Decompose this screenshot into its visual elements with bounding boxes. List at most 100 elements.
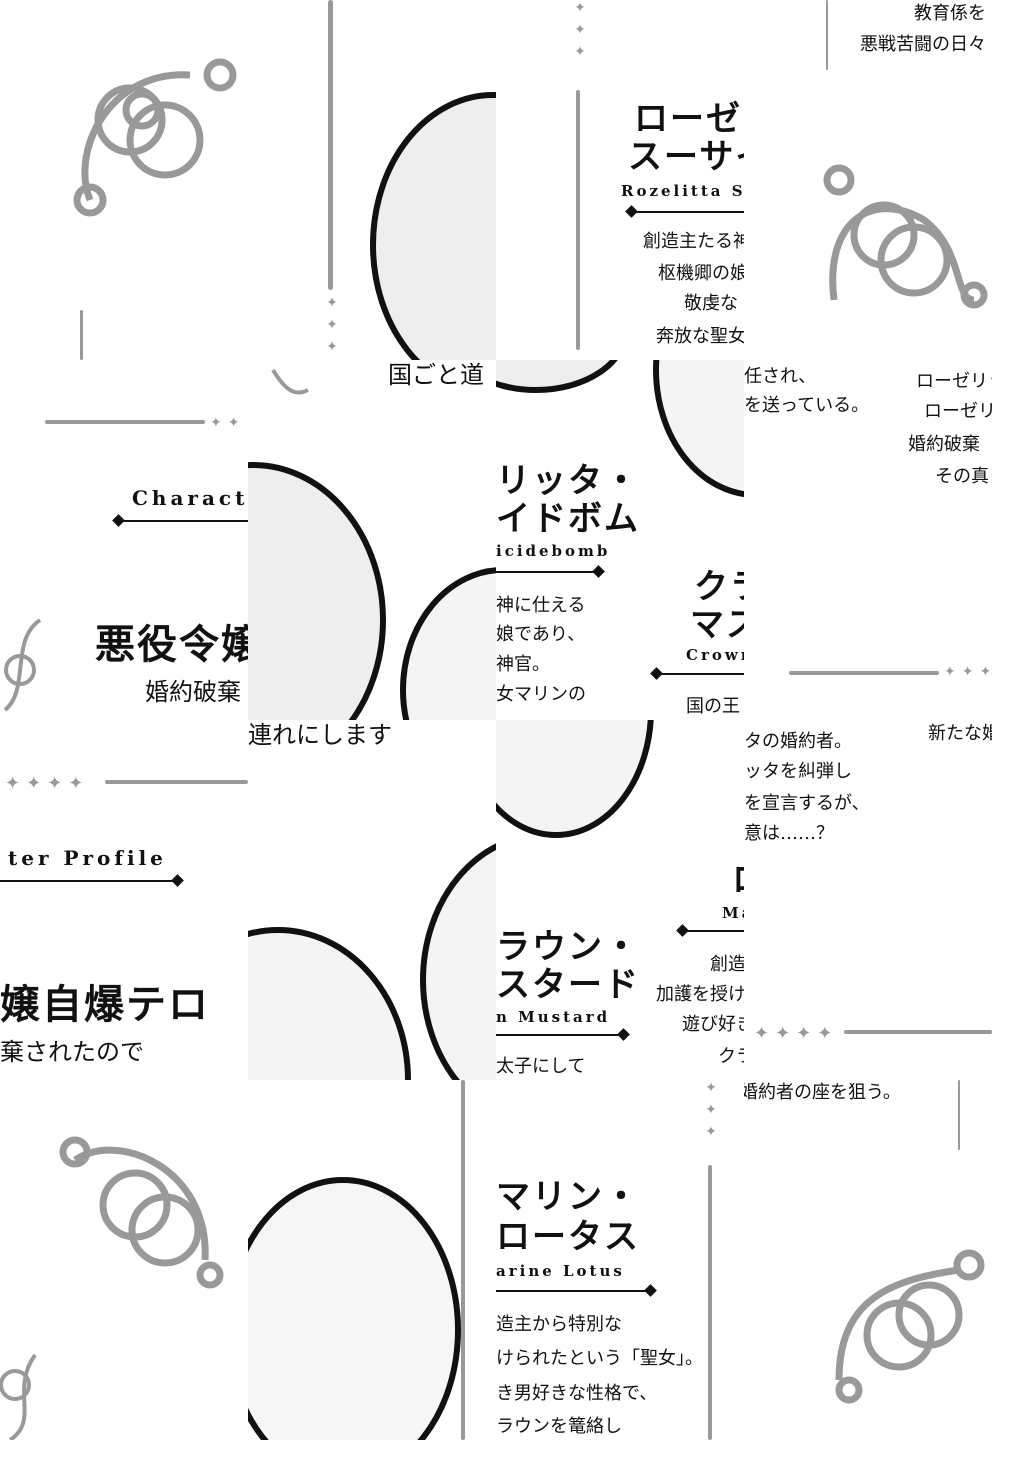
portrait-frame-rozelitta — [248, 462, 386, 720]
character-name: マリン・ — [496, 1177, 640, 1217]
book-subtitle: 連れにします — [248, 721, 392, 749]
vertical-rule — [576, 90, 580, 350]
tile-header-right: ✦✦✦✦ ter Profile 嬢自爆テロ 棄されたので — [0, 720, 248, 1080]
diamond-dots: ✦✦✦✦ — [5, 773, 90, 794]
tile-crown-desc-end: 任され、 を送っている。 ローゼリッ ローゼリ 婚約破棄 その真 ✦✦✦ — [744, 360, 992, 720]
book-subtitle: 婚約破棄 — [145, 678, 241, 706]
small-flourish-icon — [3, 618, 42, 712]
header-english: Charact — [132, 486, 248, 510]
character-name-roman: n Mustard — [496, 1008, 611, 1026]
horizontal-rule — [789, 671, 939, 675]
character-name-roman: Rozelitta Su — [621, 182, 744, 200]
tile-header-left: ✦✦ Charact 悪役令嬢 婚約破棄 — [0, 360, 248, 720]
description-line: 遊び好き — [682, 1014, 744, 1035]
flourish-ornament-icon — [835, 1249, 985, 1404]
tile-crown-profile: ラウン・ スタード n Mustard 太子にして ロ Ma 創造 加護を授け … — [496, 720, 744, 1080]
divider — [496, 571, 599, 573]
character-name: クラ — [694, 567, 744, 607]
book-subtitle: 国ごと道 — [388, 361, 484, 389]
book-subtitle: 棄されたので — [0, 1038, 144, 1066]
character-name-roman: icidebomb — [496, 542, 611, 560]
description-line: 奔放な聖女 — [656, 326, 744, 347]
description-line: 枢機卿の娘 — [658, 263, 744, 284]
vertical-rule — [461, 1080, 465, 1440]
portrait-frame-marine — [248, 927, 411, 1080]
divider — [0, 880, 178, 882]
portrait-frame-crown — [400, 567, 496, 720]
character-name: スーサイ — [628, 137, 744, 177]
description-line: 創造 — [710, 954, 744, 975]
divider — [496, 1290, 651, 1292]
description-line: ッタを糾弾し — [744, 761, 852, 782]
character-name-roman: Crown — [686, 646, 744, 664]
portrait-frame-rozelitta — [496, 360, 618, 393]
description-line: 意は……？ — [744, 823, 834, 844]
vertical-rule — [708, 1165, 712, 1440]
divider — [496, 1034, 624, 1036]
character-name-roman: Ma — [722, 904, 744, 922]
portrait-frame-crown — [653, 360, 744, 498]
tile-rozelitta-profile: ✦✦✦ ローゼリ スーサイ Rozelitta Su 創造主たる神 枢機卿の娘 … — [496, 0, 744, 360]
tile-rozelitta-desc-end: 教育係を 悪戦苦闘の日々 — [744, 0, 992, 360]
description-line: 創造主たる神 — [643, 231, 744, 252]
diamond-dots: ✦✦✦✦ — [754, 1023, 839, 1044]
divider — [656, 673, 744, 675]
portrait-frame-crown — [496, 720, 654, 838]
description-line: き男好きな性格で、 — [496, 1383, 658, 1404]
description-line: 悪戦苦闘の日々 — [860, 34, 986, 55]
vertical-rule — [958, 1080, 960, 1150]
description-line: 婚約破棄 — [908, 434, 980, 455]
character-name-roman: arine Lotus — [496, 1262, 625, 1280]
description-line: 任され、 — [744, 366, 817, 387]
book-title: 悪役令嬢 — [95, 621, 248, 668]
diamond-dots: ✦✦✦ — [703, 1080, 719, 1146]
tile-ornament — [0, 0, 248, 360]
tile-ornament-bottom — [0, 1080, 248, 1440]
description-line: けられたという「聖女」。 — [496, 1348, 703, 1369]
divider — [682, 930, 744, 932]
description-line: 教育係を — [914, 3, 986, 24]
tile-portraits-2: 連れにします — [248, 720, 496, 1080]
flourish-ornament-icon — [73, 58, 237, 217]
small-flourish-icon — [271, 368, 309, 395]
small-flourish-icon — [0, 1353, 37, 1440]
description-line: 神官。 — [496, 654, 550, 675]
vertical-rule — [328, 0, 333, 290]
description-line: 国の王 — [686, 696, 740, 717]
description-line: ラウンを篭絡し — [496, 1416, 622, 1437]
tile-marine-desc-end: 婚約者の座を狙う。 — [744, 1080, 992, 1440]
description-line: 敬虔な — [684, 293, 738, 314]
description-line: ローゼリ — [924, 401, 992, 422]
description-line: 新たな婚 — [928, 723, 992, 744]
diamond-dots: ✦✦ — [210, 415, 246, 431]
description-line: を宣言するが、 — [744, 793, 870, 814]
character-name: ローゼリ — [634, 99, 744, 139]
tile-marine-profile: マリン・ ロータス arine Lotus 造主から特別な けられたという「聖女… — [496, 1080, 744, 1440]
tile-crown-desc: タの婚約者。 ッタを糾弾し を宣言するが、 意は……？ 新たな婚 ✦✦✦✦ — [744, 720, 992, 1080]
description-line: 造主から特別な — [496, 1314, 622, 1335]
portrait-frame-rozelitta — [370, 92, 496, 360]
tile-portraits: 国ごと道 — [248, 360, 496, 720]
description-line: クラ — [718, 1046, 744, 1067]
diamond-dots: ✦✦✦ — [572, 0, 588, 66]
flourish-ornament-icon — [823, 164, 988, 309]
description-line: 婚約者の座を狙う。 — [744, 1082, 901, 1103]
description-line: 娘であり、 — [496, 624, 586, 645]
horizontal-rule — [105, 780, 248, 784]
character-name: ロータス — [496, 1217, 640, 1257]
tile-portrait-marine — [248, 1080, 496, 1440]
header-english: ter Profile — [8, 846, 167, 870]
character-name: マス — [690, 605, 744, 645]
tile-profiles-middle: リッタ・ イドボム icidebomb 神に仕える 娘であり、 神官。 女マリン… — [496, 360, 744, 720]
character-name: リッタ・ — [496, 461, 640, 501]
description-line: 女マリンの — [496, 684, 586, 705]
description-line: タの婚約者。 — [744, 731, 852, 752]
horizontal-rule — [45, 420, 205, 424]
character-name: スタード — [496, 965, 640, 1005]
description-line: を送っている。 — [744, 395, 870, 416]
horizontal-rule — [844, 1030, 992, 1034]
character-name: ロ — [732, 863, 744, 897]
description-line: 太子にして — [496, 1056, 586, 1077]
diamond-dots: ✦✦✦ — [324, 295, 340, 360]
description-line: 神に仕える — [496, 595, 586, 616]
